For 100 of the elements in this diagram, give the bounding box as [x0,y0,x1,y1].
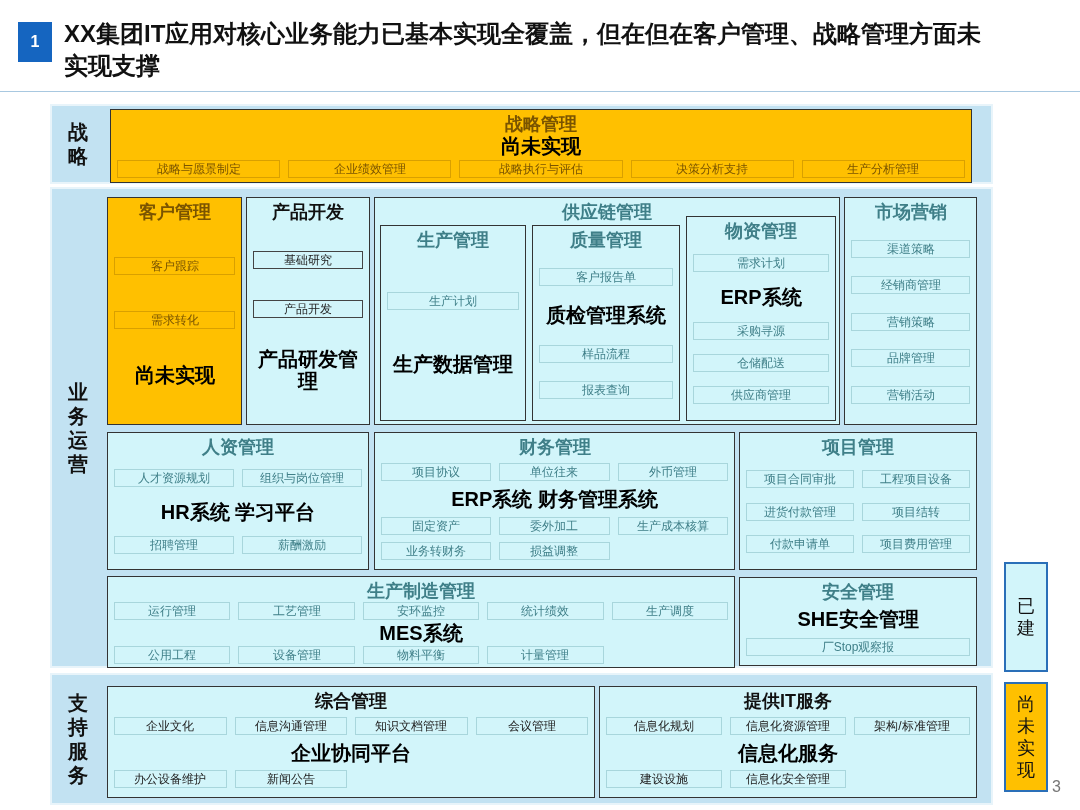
function-box: 客户跟踪 [114,256,235,275]
capability-box [107,576,735,668]
function-box: 客户报告单 [539,267,673,286]
box-heading: 综合管理 [315,690,387,712]
function-box: 安环监控 [362,602,480,620]
system-label: 尚未实现 [501,135,581,158]
function-box: 进货付款管理 [746,502,854,521]
function-box: 需求计划 [693,254,829,272]
number-badge: 1 [18,22,52,62]
function-box: 物料平衡 [362,646,480,664]
function-box: 仓储配送 [693,354,829,372]
section-band [50,104,993,184]
function-box: 运行管理 [114,602,231,620]
function-box: 生产成本核算 [617,517,728,535]
function-box: 组织与岗位管理 [242,469,362,488]
function-box: 营销策略 [851,312,970,331]
system-label: ERP系统 [720,286,802,308]
function-box: 信息化资源管理 [730,716,846,735]
function-box: 基础研究 [253,251,363,270]
function-box: 招聘管理 [114,535,234,554]
system-label: 质检管理系统 [546,304,666,327]
function-box: 项目合同审批 [746,470,854,489]
capability-box [107,686,595,798]
function-box: 报表查询 [539,381,673,400]
capability-box [844,197,977,425]
box-heading: 质量管理 [570,229,642,251]
function-box: 损益调整 [499,542,610,560]
capability-box [599,686,977,798]
slide-title: XX集团IT应用对核心业务能力已基本实现全覆盖，但在但在客户管理、战略管理方面未实现支撑 [64,19,983,81]
function-box: 建设设施 [606,770,722,789]
section-band [50,673,993,805]
function-box: 战略执行与评估 [459,159,623,178]
function-box: 项目结转 [862,502,970,521]
function-box: 供应商管理 [693,386,829,404]
capability-box [739,577,977,666]
function-box: 厂Stop观察报 [746,637,970,656]
function-box: 计量管理 [487,646,604,664]
function-box: 架构/标准管理 [854,716,970,735]
box-heading: 人资管理 [202,436,274,458]
capability-box [739,432,977,570]
function-box: 营销活动 [851,385,970,404]
function-box: 会议管理 [475,716,588,735]
box-heading: 产品开发 [272,201,344,223]
capability-box [374,432,735,570]
box-heading: 安全管理 [822,581,894,603]
function-box: 生产调度 [611,602,728,620]
system-label: SHE安全管理 [797,608,919,631]
function-box: 需求转化 [114,310,235,329]
system-label: 生产数据管理 [393,353,513,375]
function-box: 设备管理 [238,646,355,664]
capability-box [686,216,836,421]
capability-box [246,197,370,425]
function-box: 人才资源规划 [114,469,234,488]
function-box: 单位往来 [499,463,610,481]
box-heading: 客户管理 [138,201,211,223]
function-box: 战略与愿景制定 [117,159,281,178]
function-box: 产品开发 [253,299,363,318]
section-label: 支持服务 [67,691,89,787]
capability-box-pending [107,197,242,425]
section-band [50,187,993,668]
function-box: 生产分析管理 [801,159,965,178]
system-label: 尚未实现 [134,364,215,387]
function-box: 付款申请单 [746,534,854,553]
function-box: 信息化规划 [606,716,722,735]
system-label: 企业协同平台 [291,741,411,764]
box-heading: 战略管理 [505,113,577,135]
legend-label: 已建 [1016,595,1036,639]
system-label: HR系统 学习平台 [160,500,316,523]
system-label: MES系统 [379,622,463,644]
box-heading: 提供IT服务 [744,690,832,712]
function-box: 样品流程 [539,344,673,363]
section-label: 战略 [67,120,89,168]
section-label: 业务运营 [67,379,89,476]
system-label: ERP系统 财务管理系统 [451,488,658,510]
function-box: 薪酬激励 [242,535,362,554]
legend-label: 尚未实现 [1016,693,1036,781]
capability-box [107,432,369,570]
function-box: 公用工程 [114,646,231,664]
function-box: 信息沟通管理 [234,716,347,735]
function-box: 工程项目设备 [862,470,970,489]
box-heading: 项目管理 [822,436,894,458]
function-box: 外币管理 [617,463,728,481]
function-box: 项目协议 [381,463,492,481]
system-label: 信息化服务 [738,741,838,764]
function-box: 企业文化 [114,716,227,735]
function-box: 知识文档管理 [355,716,468,735]
function-box: 决策分析支持 [630,159,794,178]
function-box: 信息化安全管理 [730,770,846,789]
function-box: 统计绩效 [487,602,604,620]
function-box: 工艺管理 [238,602,355,620]
system-label: 产品研发管理 [257,347,359,392]
box-heading: 供应链管理 [562,201,652,223]
function-box: 品牌管理 [851,349,970,367]
function-box: 经销商管理 [851,276,970,294]
box-heading: 物资管理 [725,220,797,242]
function-box: 项目费用管理 [862,534,970,553]
function-box: 生产计划 [387,292,519,310]
function-box: 企业绩效管理 [288,159,452,178]
box-heading: 财务管理 [518,436,591,458]
function-box: 采购寻源 [693,322,829,340]
